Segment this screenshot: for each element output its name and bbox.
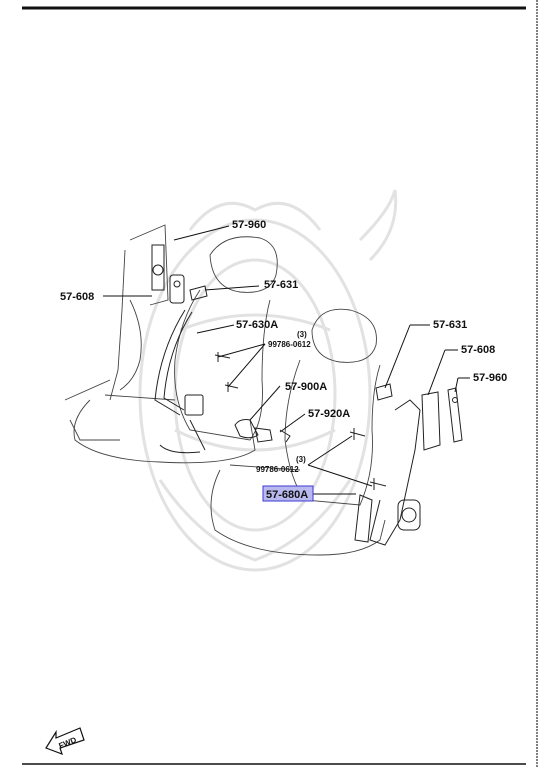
part-labels: 57-960 57-608 57-631 57-630A (3) 99786-0…: [60, 219, 507, 502]
label-57-900a: 57-900A: [285, 381, 327, 393]
leader-lines: [103, 225, 470, 495]
label-57-630a: 57-630A: [236, 319, 278, 331]
label-57-920a: 57-920A: [308, 408, 350, 420]
watermark-emblem: [138, 189, 398, 572]
label-57-631-right: 57-631: [264, 279, 298, 291]
label-57-680a-highlight[interactable]: [262, 485, 314, 502]
label-57-960-left: 57-960: [473, 372, 507, 384]
label-57-631-left: 57-631: [433, 319, 467, 331]
right-seat-drawing: [64, 224, 291, 464]
label-99786-0612-left: 99786-0612: [256, 465, 299, 474]
label-57-608-left: 57-608: [461, 344, 495, 356]
label-57-960-right: 57-960: [232, 219, 266, 231]
label-bolt-qty-right: (3): [297, 330, 307, 339]
label-99786-0612-right: 99786-0612: [268, 340, 311, 349]
fwd-arrow: FWD: [45, 727, 85, 756]
label-57-608-right: 57-608: [60, 291, 94, 303]
label-57-680a[interactable]: 57-680A: [266, 489, 308, 501]
label-bolt-qty-left: (3): [296, 455, 306, 464]
fwd-arrow-icon: [45, 727, 85, 756]
